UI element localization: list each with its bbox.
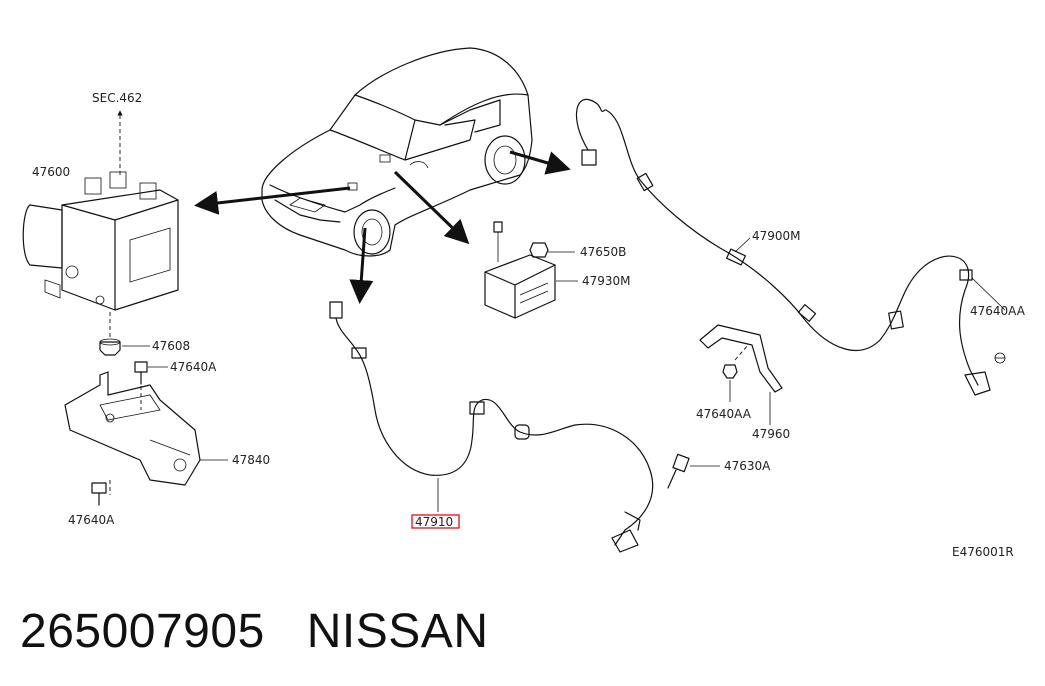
label-sec462[interactable]: SEC.462 [92, 91, 142, 105]
label-47840[interactable]: 47840 [232, 453, 270, 467]
label-47640A-top[interactable]: 47640A [170, 360, 217, 374]
label-47640A-bottom[interactable]: 47640A [68, 513, 115, 527]
label-47650B[interactable]: 47650B [580, 245, 626, 259]
nut-47650B [529, 242, 549, 258]
bolt-47630A [667, 453, 690, 489]
label-47630A[interactable]: 47630A [724, 459, 771, 473]
label-47600[interactable]: 47600 [32, 165, 70, 179]
label-47930M[interactable]: 47930M [582, 274, 631, 288]
grommet-47608 [99, 338, 121, 356]
label-47900M[interactable]: 47900M [752, 229, 801, 243]
label-47910[interactable]: 47910 [415, 515, 453, 529]
nut-47640AA-mid [722, 344, 749, 379]
bolt-47640A-bottom [91, 482, 107, 506]
label-47640AA-mid[interactable]: 47640AA [696, 407, 752, 421]
bracket-47840 [64, 371, 201, 486]
diagram-ref-code: E476001R [952, 545, 1014, 559]
parts-diagram: SEC.462 47600 47608 47640A 47840 47640A … [22, 47, 1026, 559]
location-arrows [194, 150, 571, 304]
clip-top-47930M [493, 221, 503, 262]
highlight-box-47910 [411, 514, 460, 529]
footer-caption: 265007905 NISSAN [20, 596, 488, 666]
front-sensor-harness-47910 [329, 301, 654, 553]
sensor-module-47930M [484, 254, 556, 319]
rear-sensor-harness-47900M [575, 98, 1006, 396]
brand-name: NISSAN [306, 604, 489, 658]
label-47960[interactable]: 47960 [752, 427, 790, 441]
bracket-47960 [699, 324, 783, 393]
abs-actuator-47600 [22, 171, 179, 311]
bolt-47640A-top [134, 361, 148, 385]
label-47608[interactable]: 47608 [152, 339, 190, 353]
label-47640AA-right[interactable]: 47640AA [970, 304, 1026, 318]
part-number: 265007905 [20, 604, 265, 658]
vehicle-illustration [261, 47, 533, 257]
